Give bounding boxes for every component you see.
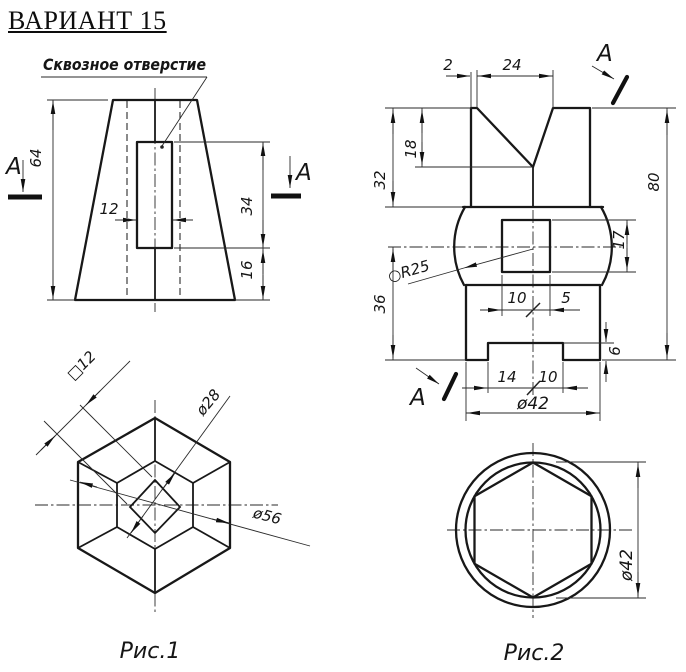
dim-label-12: 12 — [99, 200, 118, 218]
fig1-dim-12: 12 — [99, 200, 193, 223]
fig1-through-hole-note: Сквозное отверстие — [41, 55, 208, 149]
fig2-bottom-view: ø42 Рис.2 — [447, 443, 646, 666]
dim-label-dia56: ø56 — [250, 503, 283, 528]
fig1-hidden-lines — [126, 101, 181, 300]
fig1-caption: Рис.1 — [120, 639, 181, 664]
fig1-dim-square12: □12 — [35, 347, 153, 505]
dim-label-2: 2 — [443, 56, 453, 74]
dim-label-36: 36 — [371, 294, 389, 313]
dim-label-16: 16 — [238, 260, 256, 279]
section-label-a-bottom: A — [408, 385, 426, 411]
fig1-front-view: 64 12 34 16 — [4, 55, 312, 312]
dim-label-14: 14 — [497, 368, 516, 386]
fig1-top-view: □12 ø28 ø56 Рис.1 — [35, 347, 311, 664]
fig2-outline — [453, 106, 613, 362]
fig2-dim-r25: ○R25 — [386, 248, 534, 286]
dim-label-64: 64 — [27, 148, 45, 167]
fig2-dim-18: 18 — [385, 107, 533, 168]
fig1-section-mark-left: A — [4, 154, 42, 200]
dim-label-32: 32 — [371, 170, 389, 189]
fig2-view-dim-dia42: ø42 — [556, 461, 646, 599]
fig2-section-mark-bottom: A — [408, 367, 459, 411]
fig2-dim-14-10: 14 10 — [462, 362, 588, 396]
fig2-dim-32: 32 — [371, 108, 463, 208]
dim-label-18: 18 — [402, 139, 420, 158]
fig1-top-outline — [76, 416, 232, 595]
dim-label-10-groove: 10 — [538, 368, 557, 386]
page-title: ВАРИАНТ 15 — [8, 6, 167, 35]
fig2-section-mark-top: A — [591, 41, 630, 106]
section-label-a-right: A — [294, 160, 312, 186]
dim-label-view-dia42: ø42 — [617, 549, 637, 582]
fig2-centerlines — [388, 210, 623, 395]
dim-label-5-window: 5 — [561, 289, 571, 307]
fig2-caption: Рис.2 — [504, 641, 565, 666]
fig2-dim-80: 80 — [592, 107, 676, 361]
fig2-view-centerlines — [447, 443, 633, 618]
fig2-dim-24: 24 — [477, 56, 554, 108]
fig2-dim-10-5: 10 5 — [480, 275, 580, 318]
fig2-dim-2: 2 — [443, 56, 478, 108]
fig1-top-centerlines — [35, 400, 278, 612]
fig1-dim-34: 34 — [174, 141, 270, 249]
dim-label-80: 80 — [645, 172, 663, 191]
dim-label-34: 34 — [238, 196, 256, 215]
dim-label-17: 17 — [610, 230, 628, 250]
fig2-view-outline — [454, 451, 612, 609]
fig1-section-mark-right: A — [271, 156, 312, 199]
fig1-dim-dia56: ø56 — [69, 479, 311, 547]
fig2-front-view: 2 24 18 32 — [371, 41, 676, 421]
section-label-a-top: A — [595, 41, 613, 67]
leader-dot — [160, 145, 164, 149]
fig2-dim-36: 36 — [371, 247, 466, 361]
through-hole-label: Сквозное отверстие — [43, 55, 206, 74]
fig1-dim-64: 64 — [27, 99, 108, 301]
dim-label-dia28: ø28 — [192, 386, 225, 420]
dim-label-10-window: 10 — [507, 289, 526, 307]
fig2-dim-17: 17 — [552, 219, 636, 273]
fig2-dim-6: 6 — [563, 322, 624, 382]
section-label-a-left: A — [4, 154, 22, 180]
dim-label-24: 24 — [502, 56, 521, 74]
dim-label-6: 6 — [606, 346, 624, 356]
dim-label-square12: □12 — [63, 347, 99, 383]
fig1-dim-16: 16 — [235, 248, 270, 301]
fig1-outline — [73, 98, 237, 302]
fig1-dim-dia28: ø28 — [126, 386, 231, 539]
fig2-dim-dia42: ø42 — [465, 362, 601, 421]
dim-label-dia42: ø42 — [516, 394, 549, 414]
